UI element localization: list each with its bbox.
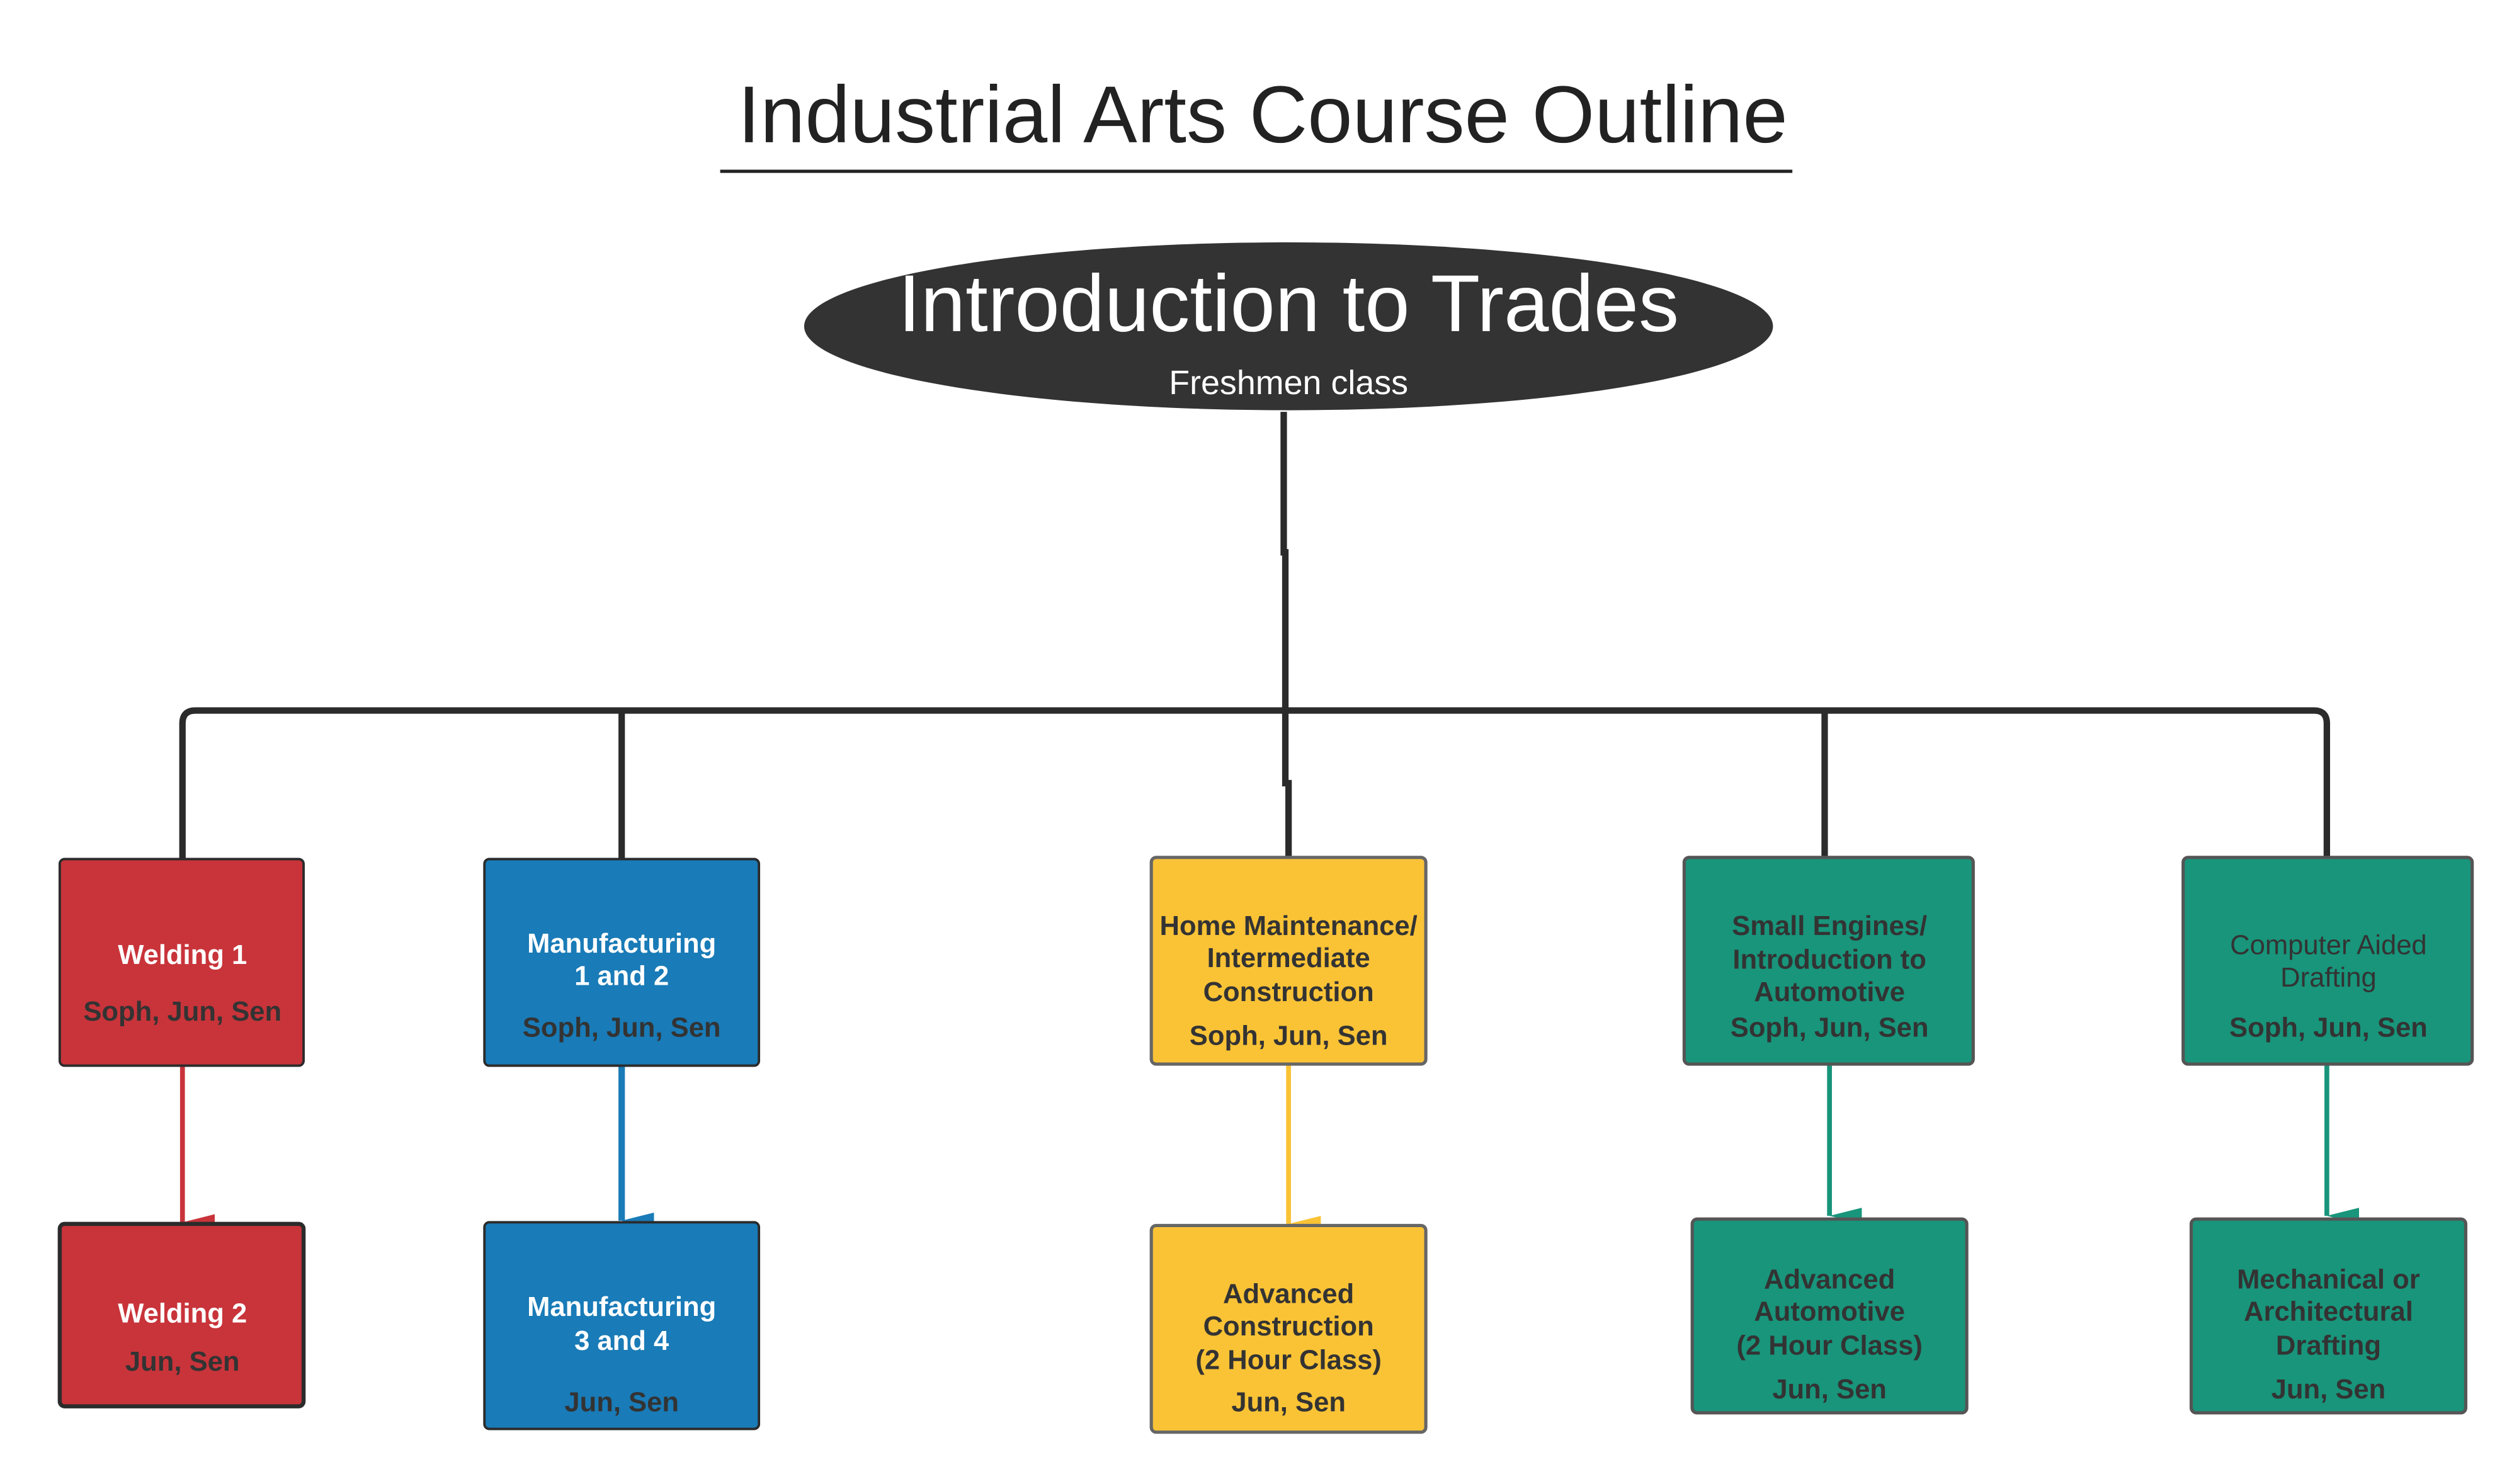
course-grades: Jun, Sen (564, 1387, 679, 1417)
page-title: Industrial Arts Course Outline (738, 70, 1788, 160)
course-grades: Jun, Sen (125, 1347, 240, 1377)
course-small-engines[interactable]: Small Engines/ Introduction to Automotiv… (1682, 856, 1975, 1066)
course-title: Drafting (2280, 963, 2377, 993)
course-title: Manufacturing (527, 929, 716, 959)
course-title: Intermediate (1207, 943, 1370, 973)
course-title: Manufacturing (527, 1292, 716, 1322)
course-title: Advanced (1764, 1264, 1895, 1294)
course-title: Introduction to (1732, 945, 1926, 975)
course-grades: Soph, Jun, Sen (2229, 1012, 2428, 1043)
course-manufacturing-1-2[interactable]: Manufacturing 1 and 2 Soph, Jun, Sen (483, 858, 761, 1067)
course-home-maintenance[interactable]: Home Maintenance/ Intermediate Construct… (1149, 856, 1428, 1066)
course-title: Construction (1203, 1311, 1374, 1342)
course-grades: Jun, Sen (1231, 1387, 1346, 1417)
course-title: Advanced (1223, 1279, 1354, 1310)
course-welding-2[interactable]: Welding 2 Jun, Sen (57, 1221, 306, 1408)
root-node[interactable]: Introduction to Trades Freshmen class (804, 242, 1773, 411)
course-title: Drafting (2276, 1331, 2381, 1361)
course-advanced-automotive[interactable]: Advanced Automotive (2 Hour Class) Jun, … (1690, 1217, 1969, 1415)
course-manufacturing-3-4[interactable]: Manufacturing 3 and 4 Jun, Sen (483, 1221, 761, 1430)
course-title: Home Maintenance/ (1160, 911, 1418, 941)
course-title: Automotive (1754, 977, 1905, 1007)
course-title: Architectural (2244, 1297, 2413, 1327)
course-title: Automotive (1754, 1297, 1905, 1327)
course-grades: Jun, Sen (2272, 1374, 2386, 1405)
course-grades: Soph, Jun, Sen (523, 1012, 721, 1043)
course-welding-1[interactable]: Welding 1 Soph, Jun, Sen (58, 858, 305, 1067)
course-title: Mechanical or (2237, 1264, 2420, 1294)
course-title: Small Engines/ (1732, 911, 1927, 941)
course-title: Construction (1203, 977, 1374, 1007)
root-title: Introduction to Trades (898, 259, 1679, 349)
course-title: 1 and 2 (574, 961, 669, 991)
course-mechanical-drafting[interactable]: Mechanical or Architectural Drafting Jun… (2189, 1217, 2467, 1415)
arrows (179, 1064, 2360, 1232)
course-advanced-construction[interactable]: Advanced Construction (2 Hour Class) Jun… (1149, 1223, 1428, 1434)
course-grades: Soph, Jun, Sen (1731, 1012, 1929, 1043)
course-title: Welding 1 (118, 940, 247, 970)
course-computer-aided-drafting[interactable]: Computer Aided Drafting Soph, Jun, Sen (2181, 856, 2474, 1066)
course-title: Computer Aided (2230, 931, 2427, 961)
course-title: (2 Hour Class) (1195, 1345, 1381, 1376)
connectors (179, 412, 2331, 859)
course-grades: Soph, Jun, Sen (83, 997, 281, 1027)
course-title: Welding 2 (118, 1298, 247, 1328)
course-grades: Soph, Jun, Sen (1190, 1021, 1388, 1051)
root-subtitle: Freshmen class (1169, 364, 1408, 402)
course-title: (2 Hour Class) (1736, 1331, 1922, 1361)
course-grades: Jun, Sen (1772, 1374, 1887, 1405)
course-title: 3 and 4 (574, 1326, 669, 1356)
